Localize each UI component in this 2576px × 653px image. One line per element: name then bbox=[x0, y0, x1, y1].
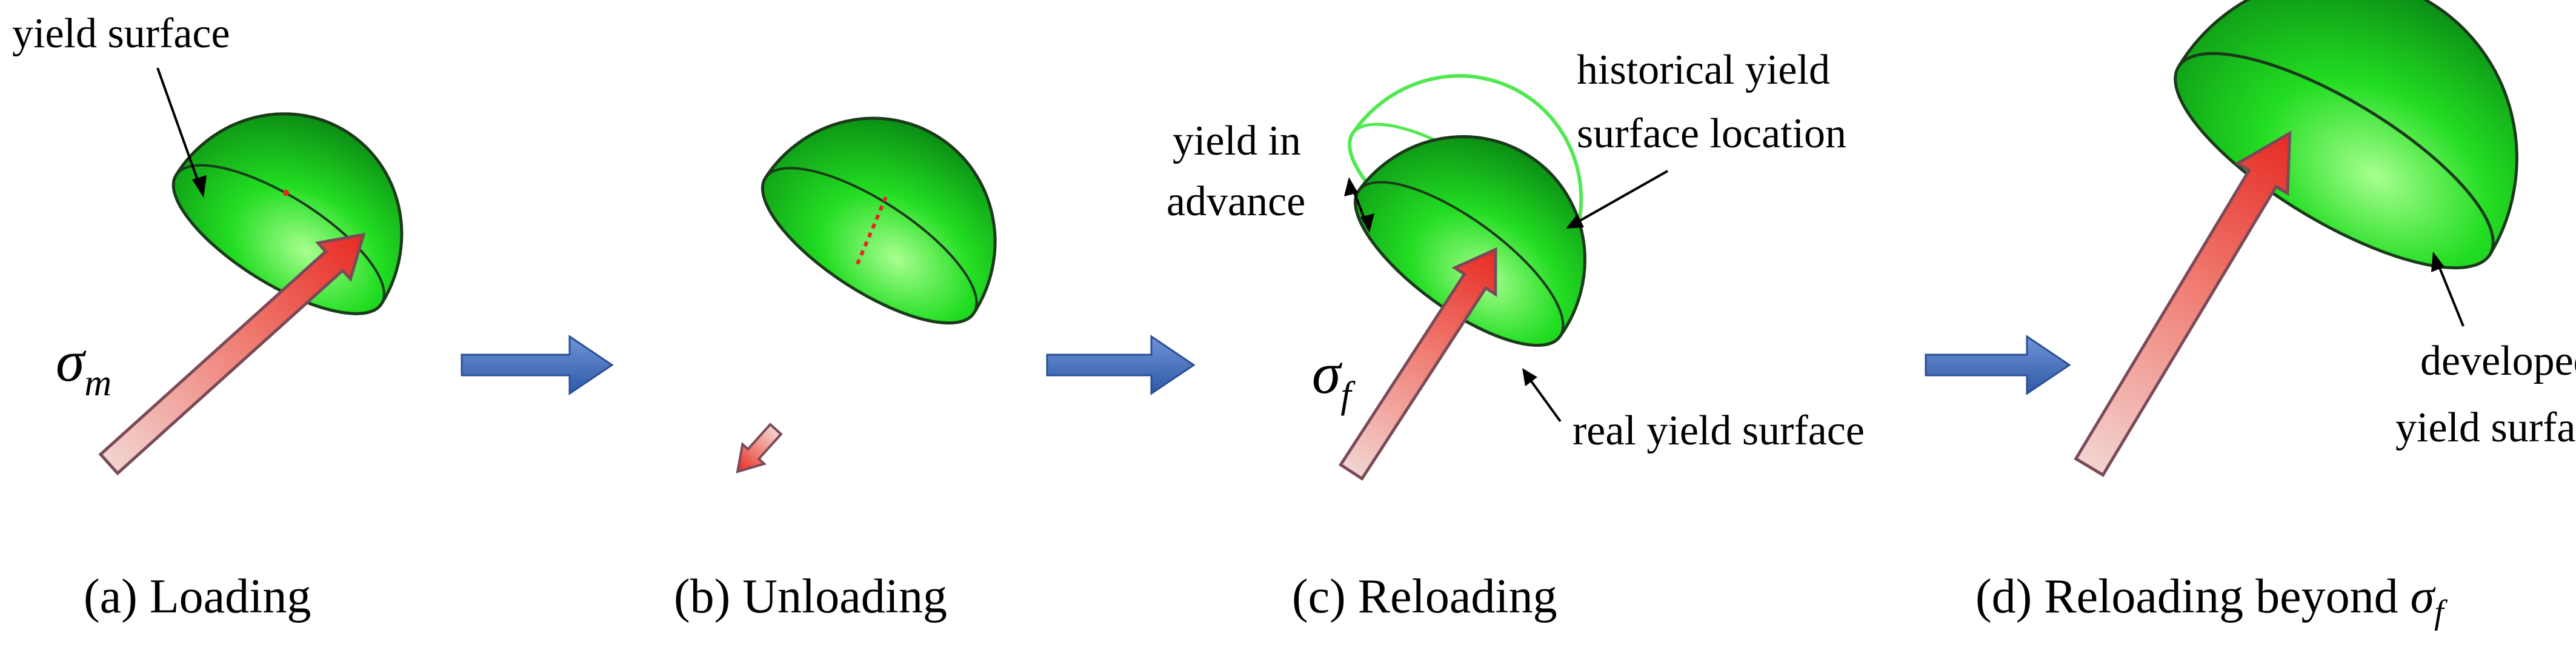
real-surface-pointer-head bbox=[1522, 368, 1537, 386]
sigma-m-symbol: σm bbox=[56, 329, 111, 404]
panel-b-unloading: (b) Unloading bbox=[674, 116, 997, 623]
caption-d-text: (d) Reloading beyond bbox=[1975, 570, 2411, 623]
sigma-f-symbol: σf bbox=[1312, 341, 1356, 416]
stress-point bbox=[283, 190, 289, 196]
real-yield-surface-dome bbox=[1354, 135, 1586, 347]
panel-d-reloading-beyond: developed yield surface (d) Reloading be… bbox=[1975, 0, 2576, 631]
sigma-glyph: σ bbox=[56, 329, 87, 393]
caption-a: (a) Loading bbox=[84, 570, 311, 623]
subscript-m: m bbox=[84, 363, 111, 404]
unloading-stress-path bbox=[854, 196, 888, 268]
developed-label-2: yield surface bbox=[2395, 404, 2576, 451]
transition-arrow-3 bbox=[1925, 335, 2071, 395]
yield-in-advance-label-2: advance bbox=[1167, 178, 1305, 225]
transition-arrow-1 bbox=[461, 335, 614, 395]
caption-c: (c) Reloading bbox=[1292, 570, 1557, 623]
panel-c-reloading: yield in advance historical yield surfac… bbox=[1167, 47, 1865, 623]
subscript-f: f bbox=[1340, 375, 1356, 416]
historical-location-label-1: historical yield bbox=[1577, 47, 1830, 93]
yield-in-advance-head-top bbox=[1344, 177, 1358, 196]
real-surface-pointer bbox=[1527, 376, 1562, 423]
developed-surface-pointer bbox=[2436, 261, 2465, 327]
yield-surface-label: yield surface bbox=[12, 10, 230, 57]
caption-d-subscript: f bbox=[2434, 594, 2448, 631]
developed-yield-surface-dome bbox=[2174, 0, 2518, 270]
yield-surface-pointer bbox=[156, 67, 201, 187]
historical-location-label-2: surface location bbox=[1577, 110, 1846, 157]
historical-pointer-head bbox=[1566, 214, 1584, 229]
yield-in-advance-head-bottom bbox=[1360, 213, 1374, 233]
residual-stress-arrow bbox=[736, 423, 783, 474]
developed-label-1: developed bbox=[2420, 338, 2576, 384]
sigma-glyph: σ bbox=[1312, 341, 1343, 406]
caption-d-sigma: σ bbox=[2411, 570, 2436, 623]
caption-b: (b) Unloading bbox=[674, 570, 947, 623]
yield-surface-pointer-head bbox=[192, 175, 207, 198]
transition-arrow-2 bbox=[1046, 335, 1196, 395]
panel-a-loading: yield surface σm (a) Loading bbox=[12, 10, 404, 623]
caption-d: (d) Reloading beyond σf bbox=[1975, 570, 2448, 631]
stress-vector-arrow bbox=[2074, 130, 2292, 477]
real-yield-surface-label: real yield surface bbox=[1573, 407, 1865, 454]
reloading-stress-arrow bbox=[1338, 247, 1497, 481]
developed-surface-pointer-head bbox=[2431, 252, 2445, 272]
historical-pointer bbox=[1575, 170, 1668, 224]
stress-vector-arrow bbox=[98, 232, 366, 476]
yield-surface-dome bbox=[760, 116, 997, 325]
yield-in-advance-label-1: yield in bbox=[1173, 118, 1301, 164]
